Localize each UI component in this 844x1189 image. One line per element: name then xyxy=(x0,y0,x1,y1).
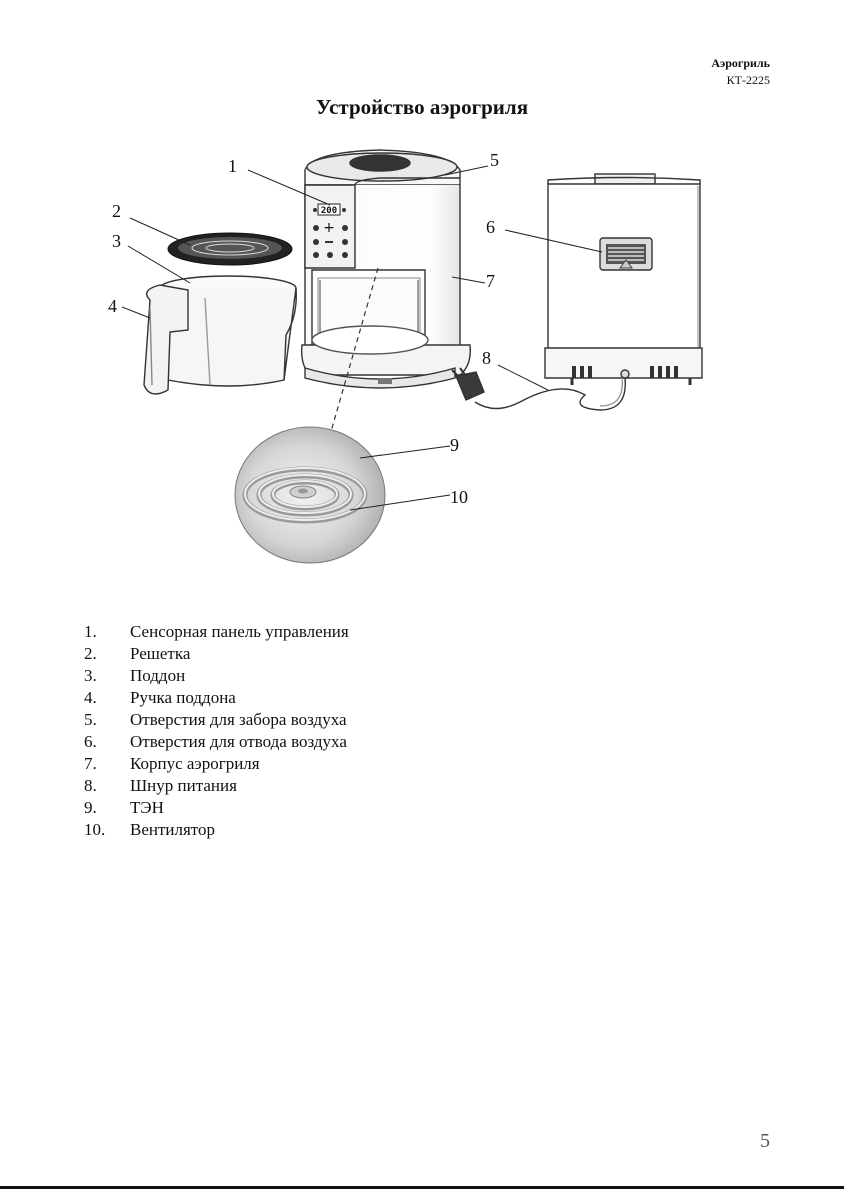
callout-1: 1 xyxy=(228,156,237,176)
air-fryer-diagram: 200 + xyxy=(0,140,844,580)
legend-item: 10.Вентилятор xyxy=(84,819,349,841)
legend-item: 7.Корпус аэрогриля xyxy=(84,753,349,775)
legend-item: 4.Ручка поддона xyxy=(84,687,349,709)
parts-legend: 1.Сенсорная панель управления 2.Решетка … xyxy=(84,621,349,841)
legend-item: 8.Шнур питания xyxy=(84,775,349,797)
grill-rack xyxy=(168,233,292,265)
display-readout: 200 xyxy=(321,206,337,216)
callout-4: 4 xyxy=(108,296,117,316)
header-model: КТ-2225 xyxy=(727,73,770,88)
air-fryer-rear xyxy=(545,174,702,385)
legend-item: 5.Отверстия для забора воздуха xyxy=(84,709,349,731)
legend-item: 9.ТЭН xyxy=(84,797,349,819)
callout-7: 7 xyxy=(486,271,495,291)
legend-item: 3.Поддон xyxy=(84,665,349,687)
header-brand: Аэрогриль xyxy=(711,56,770,71)
callout-3: 3 xyxy=(112,231,121,251)
callout-10: 10 xyxy=(450,487,468,507)
page-title: Устройство аэрогриля xyxy=(0,95,844,120)
callout-8: 8 xyxy=(482,348,491,368)
legend-item: 1.Сенсорная панель управления xyxy=(84,621,349,643)
svg-text:+: + xyxy=(323,220,335,236)
callout-2: 2 xyxy=(112,201,121,221)
legend-item: 6.Отверстия для отвода воздуха xyxy=(84,731,349,753)
legend-item: 2.Решетка xyxy=(84,643,349,665)
callout-9: 9 xyxy=(450,435,459,455)
callout-6: 6 xyxy=(486,217,495,237)
air-fryer-front xyxy=(302,150,471,388)
page-number: 5 xyxy=(760,1130,770,1153)
heater-fan-detail xyxy=(235,427,385,563)
air-intake-vents xyxy=(350,155,410,171)
callout-5: 5 xyxy=(490,150,499,170)
